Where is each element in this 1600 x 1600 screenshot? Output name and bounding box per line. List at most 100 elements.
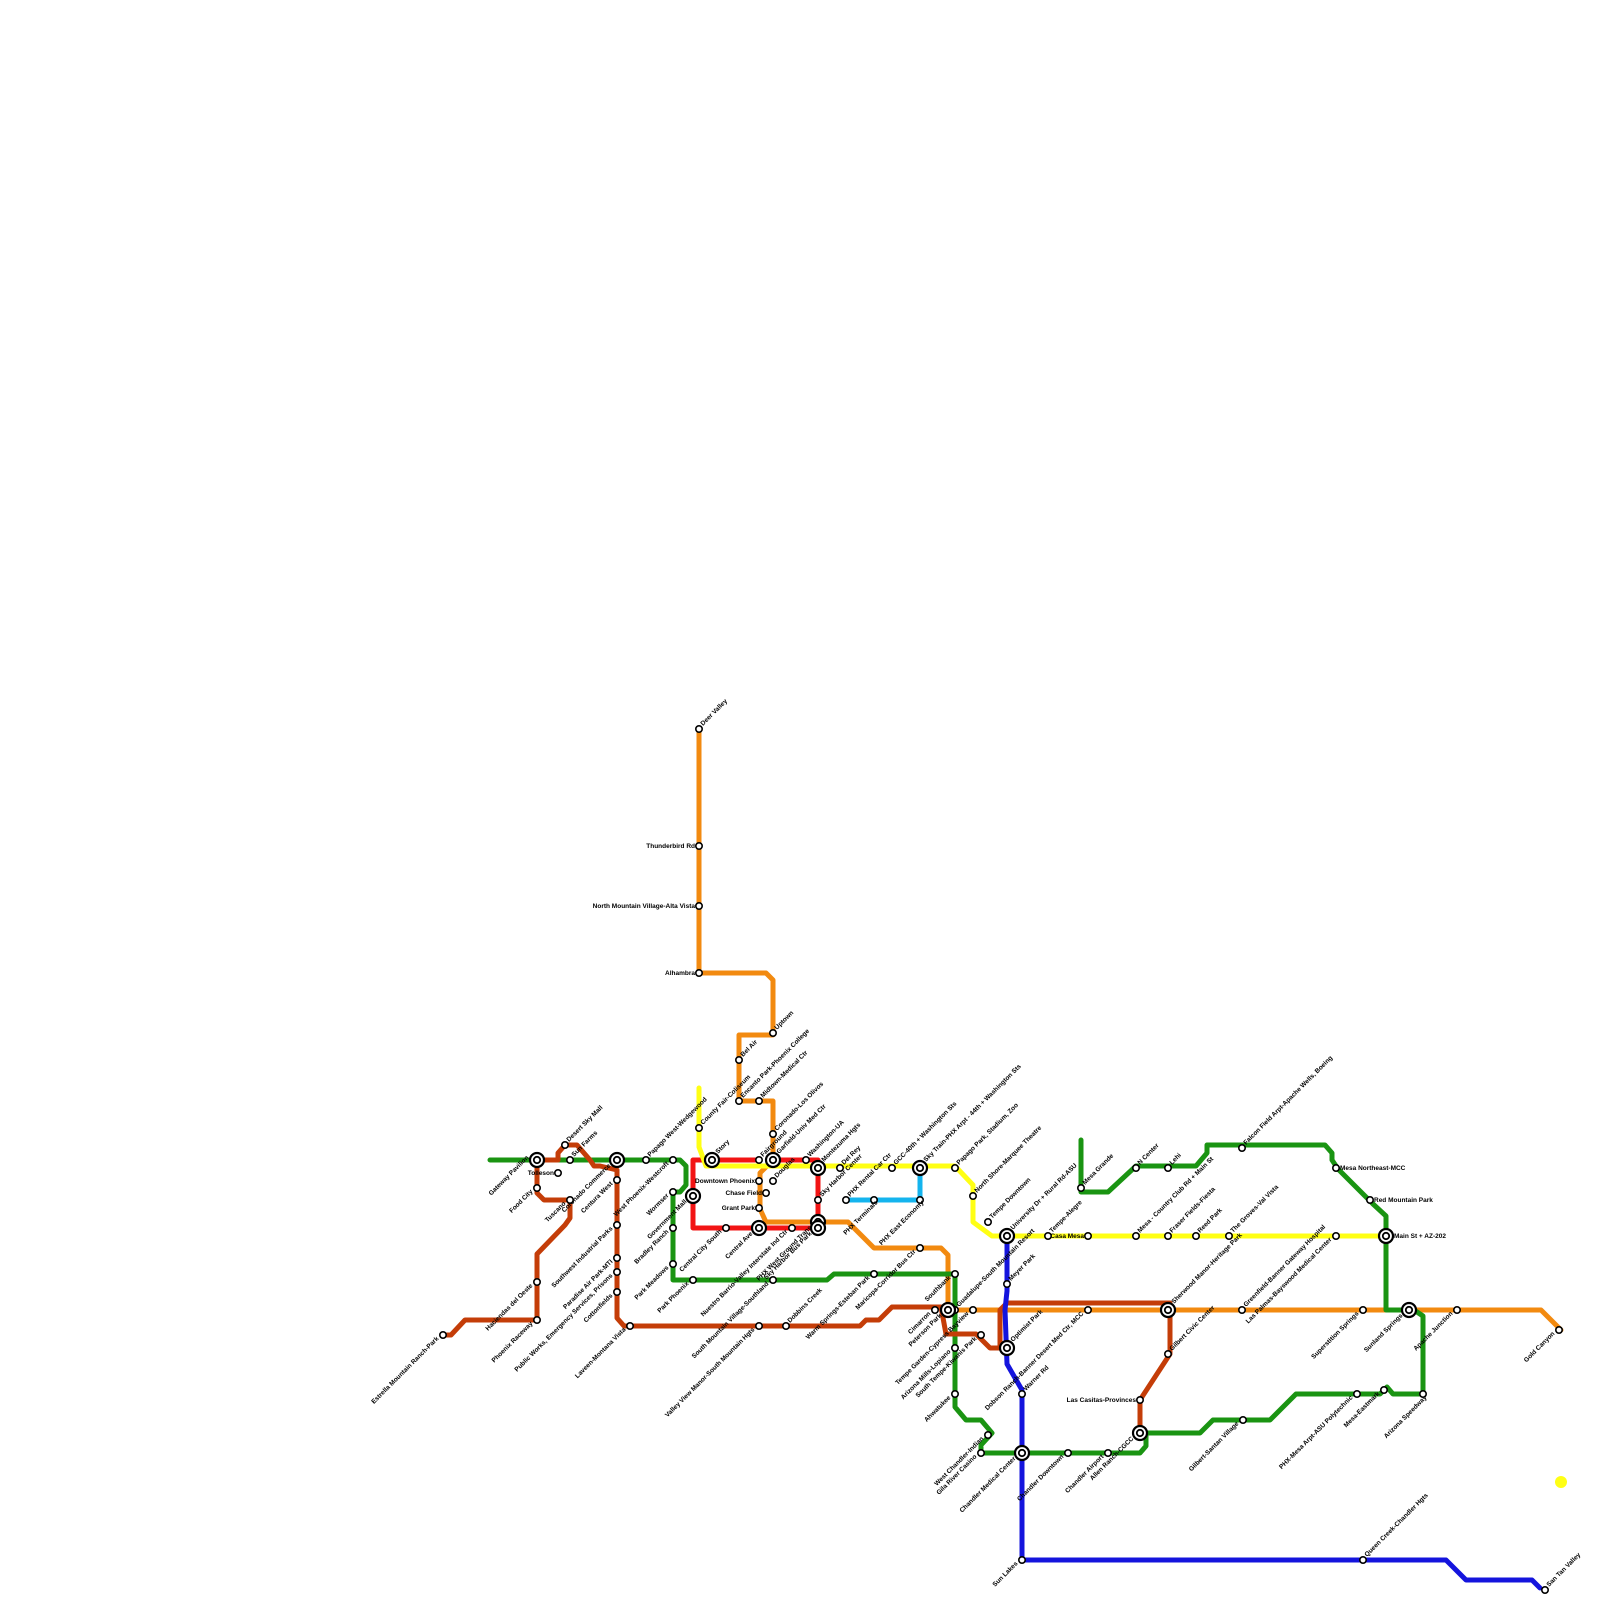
station-downtown-phx: Downtown Phoenix: [695, 1178, 762, 1185]
station-gold-canyon: Gold Canyon: [1523, 1327, 1562, 1364]
station-sherwood: Sherwood Manor-Heritage Park: [1161, 1232, 1244, 1317]
station-label: North Mountain Village-Alta Vista: [593, 903, 696, 910]
station-label: Estrella Mountain Ranch-Park: [370, 1335, 440, 1405]
station-label: Falcon Field Arpt-Apache Wells, Boeing: [1242, 1055, 1334, 1147]
station-san-tan: San Tan Valley: [1542, 1551, 1583, 1593]
station-dot-icon: [978, 1332, 984, 1338]
station-label: PHX Terminals: [842, 1199, 879, 1236]
station-dot-icon: [562, 1142, 568, 1148]
station-main-202: Main St + AZ-202: [1379, 1229, 1446, 1243]
station-dot-icon: [952, 1345, 958, 1351]
station-dot-icon: [696, 1125, 702, 1131]
station-mesa-northeast: Mesa Northeast-MCC: [1333, 1165, 1406, 1172]
station-dot-icon: [643, 1157, 649, 1163]
station-dot-icon: [1226, 1233, 1232, 1239]
station-dot-icon: [567, 1157, 573, 1163]
station-dot-icon: [1085, 1307, 1091, 1313]
station-label: Meyer Park: [1007, 1253, 1037, 1283]
station-dot-icon: [1165, 1165, 1171, 1171]
station-dot-icon: [1004, 1281, 1010, 1287]
station-dot-icon: [756, 1323, 762, 1329]
station-label: Thunderbird Rd: [646, 843, 695, 850]
station-dot-icon: [843, 1197, 849, 1203]
station-dot-icon: [871, 1271, 877, 1277]
station-dot-icon: [789, 1225, 795, 1231]
station-label: West Chandler-Indian: [933, 1435, 985, 1487]
station-university-rural: University Dr + Rural Rd-ASU: [1000, 1162, 1079, 1243]
station-gilbert-santan: Gilbert-Santan Village: [1188, 1417, 1246, 1473]
station-label: Mesa Grande: [1081, 1152, 1115, 1186]
station-dot-icon: [815, 1197, 821, 1203]
station-dot-icon: [1137, 1397, 1143, 1403]
station-dot-icon: [763, 1190, 769, 1196]
station-label: Downtown Phoenix: [695, 1178, 755, 1185]
station-dot-icon: [1556, 1327, 1562, 1333]
yellow-marker: [1555, 1476, 1567, 1488]
station-label: Central City South: [678, 1228, 723, 1273]
station-south-tempe: South Tempe-Kiwanis Park: [915, 1332, 985, 1400]
station-dot-icon: [1240, 1417, 1246, 1423]
station-dot-icon: [1165, 1233, 1171, 1239]
station-dot-icon: [1165, 1351, 1171, 1357]
station-chandler-airport: Chandler Airport: [1064, 1450, 1111, 1495]
station-north-mountain: North Mountain Village-Alta Vista: [593, 903, 703, 910]
station-dot-icon: [756, 1098, 762, 1104]
interchange-inner-icon: [709, 1157, 715, 1163]
station-west-chandler: West Chandler-Indian: [933, 1432, 991, 1488]
station-dot-icon: [670, 1157, 676, 1163]
station-dot-icon: [985, 1219, 991, 1225]
station-dot-icon: [614, 1177, 620, 1183]
station-label: Story: [714, 1138, 731, 1155]
station-central-city-south: Central City South: [678, 1225, 729, 1274]
station-dot-icon: [696, 726, 702, 732]
station-label: Casa Mesa: [1050, 1233, 1084, 1240]
station-dot-icon: [803, 1157, 809, 1163]
station-dot-icon: [690, 1277, 696, 1283]
interchange-inner-icon: [815, 1225, 821, 1231]
station-dot-icon: [1367, 1197, 1373, 1203]
station-dot-icon: [1193, 1233, 1199, 1239]
station-dot-icon: [783, 1323, 789, 1329]
station-encanto: Encanto Park-Phoenix College: [736, 1028, 812, 1105]
station-dot-icon: [1085, 1233, 1091, 1239]
station-label: Red Mountain Park: [1374, 1197, 1433, 1204]
station-dot-icon: [440, 1332, 446, 1338]
interchange-inner-icon: [1004, 1233, 1010, 1239]
station-label: Central Ave: [724, 1230, 754, 1260]
station-casa-mesa: Casa Mesa: [1050, 1233, 1091, 1240]
interchange-inner-icon: [1165, 1307, 1171, 1313]
station-dot-icon: [1133, 1165, 1139, 1171]
station-label: Food City: [508, 1188, 534, 1214]
station-dot-icon: [1360, 1557, 1366, 1563]
station-label: Deer Valley: [699, 698, 729, 728]
station-dot-icon: [952, 1391, 958, 1397]
station-dot-icon: [1333, 1165, 1339, 1171]
station-label: Main St + AZ-202: [1394, 1233, 1446, 1240]
station-dot-icon: [756, 1205, 762, 1211]
station-dot-icon: [1078, 1185, 1084, 1191]
interchange-inner-icon: [1019, 1450, 1025, 1456]
station-label: Park Phoenix: [656, 1280, 690, 1314]
station-dot-icon: [932, 1307, 938, 1313]
interchange-inner-icon: [917, 1165, 923, 1171]
station-superstition: Superstition Springs: [1310, 1307, 1366, 1361]
station-sun-lakes: Sun Lakes: [991, 1557, 1025, 1589]
station-dot-icon: [555, 1170, 561, 1176]
interchange-inner-icon: [1137, 1430, 1143, 1436]
station-centura-west: Centura West: [580, 1177, 620, 1215]
station-tolleson: Tolleson: [528, 1170, 561, 1177]
interchange-inner-icon: [945, 1307, 951, 1313]
station-label: Sunland Springs: [1363, 1312, 1405, 1354]
station-dot-icon: [952, 1271, 958, 1277]
station-dot-icon: [1542, 1587, 1548, 1593]
station-deer-valley: Deer Valley: [696, 698, 729, 733]
station-estrella: Estrella Mountain Ranch-Park: [370, 1332, 446, 1406]
station-label: Las Casitas-Provinces: [1067, 1397, 1137, 1404]
station-dot-icon: [1065, 1450, 1071, 1456]
station-label: Gilbert-Santan Village: [1188, 1420, 1241, 1473]
station-dot-icon: [1105, 1450, 1111, 1456]
station-the-groves: The Groves-Val Vista: [1226, 1184, 1281, 1240]
station-dot-icon: [614, 1255, 620, 1261]
station-label: Bel Air: [739, 1038, 759, 1058]
